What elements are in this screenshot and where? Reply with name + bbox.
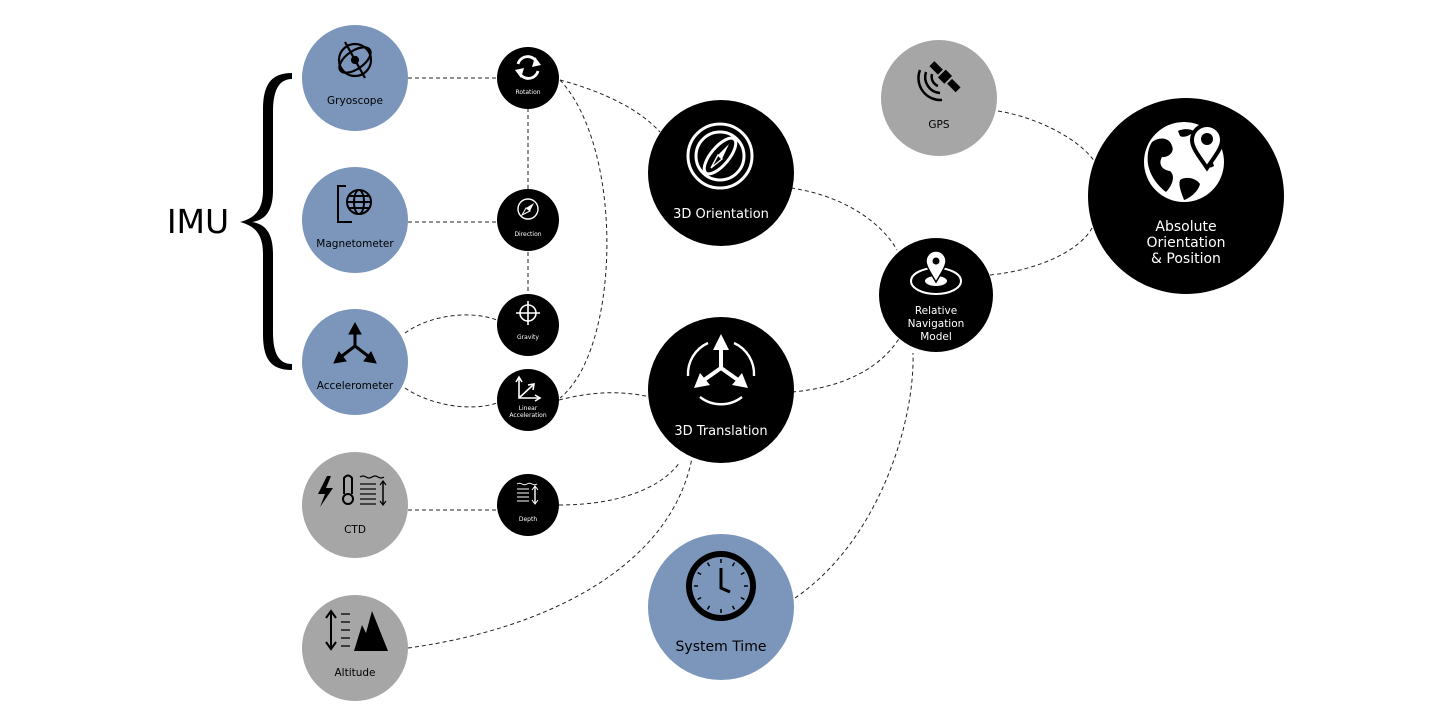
connectors	[404, 77, 1096, 649]
absolute-label-2: Orientation	[1146, 235, 1225, 251]
gps-label: GPS	[928, 119, 949, 131]
accelerometer-node[interactable]: Accelerometer	[302, 309, 408, 415]
system-time-label: System Time	[676, 639, 767, 655]
clock-tick	[697, 571, 702, 576]
linear-acceleration-label-1: Linear	[519, 405, 538, 412]
ctd-label: CTD	[344, 524, 366, 536]
mountain-icon	[354, 611, 388, 651]
location-pin-icon	[910, 250, 962, 295]
connector-orientation-relnav	[790, 187, 898, 251]
connector-depth-translation	[558, 461, 681, 506]
relative-nav-label-2: Navigation	[908, 318, 965, 330]
absolute-position-node[interactable]: Absolute Orientation & Position	[1088, 98, 1284, 294]
rotation-label: Rotation	[515, 89, 540, 96]
connector-rotation-orientation	[559, 79, 661, 133]
translation-icon	[686, 334, 756, 406]
depth-scale-icon	[359, 475, 387, 506]
gravity-node[interactable]: Gravity	[497, 294, 559, 356]
clock-tick	[731, 562, 736, 567]
connector-accelerometer-gravity	[404, 314, 498, 334]
absolute-label-1: Absolute	[1155, 219, 1216, 235]
translation-node[interactable]: 3D Translation	[648, 317, 794, 463]
accelerometer-icon	[333, 321, 377, 364]
axes-icon	[515, 375, 542, 402]
depth-label: Depth	[519, 516, 537, 523]
orientation-node[interactable]: 3D Orientation	[648, 100, 794, 246]
altitude-node[interactable]: Altitude	[302, 595, 408, 701]
linear-acceleration-node[interactable]: Linear Acceleration	[497, 369, 559, 431]
clock-tick	[706, 605, 711, 610]
clock-tick	[697, 596, 702, 601]
clock-tick	[706, 562, 711, 567]
gyroscope-icon	[686, 122, 754, 190]
system-time-node[interactable]: System Time	[648, 534, 794, 680]
imu-group: IMU	[167, 73, 292, 370]
magnetometer-icon	[337, 185, 372, 223]
gps-node[interactable]: GPS	[881, 40, 997, 156]
thermometer-icon	[342, 474, 354, 505]
gyroscope-node[interactable]: Gryoscope	[302, 25, 408, 131]
altitude-label: Altitude	[334, 667, 375, 679]
direction-label: Direction	[514, 231, 541, 238]
imu-brace	[240, 73, 292, 370]
depth-icon	[516, 482, 539, 505]
globe-pin-icon	[1144, 122, 1225, 202]
absolute-label-3: & Position	[1151, 251, 1221, 267]
magnetometer-label: Magnetometer	[316, 238, 394, 250]
connector-gps-absolute	[997, 110, 1096, 163]
clock-tick	[740, 596, 745, 601]
rotation-node[interactable]: Rotation	[497, 47, 559, 109]
clock-tick	[731, 605, 736, 610]
ctd-node[interactable]: CTD	[302, 452, 408, 558]
gyroscope-icon	[337, 41, 373, 79]
altitude-icon	[325, 609, 388, 651]
connector-linear-translation	[558, 392, 651, 401]
ctd-icon	[318, 474, 387, 507]
translation-label: 3D Translation	[674, 424, 767, 439]
connector-rotation-linear-arc	[559, 79, 608, 399]
gravity-label: Gravity	[517, 334, 539, 341]
clock-tick	[740, 571, 745, 576]
connector-relnav-absolute	[989, 227, 1093, 276]
gyroscope-label: Gryoscope	[327, 95, 383, 107]
compass-icon	[517, 198, 539, 220]
relative-navigation-node[interactable]: Relative Navigation Model	[879, 238, 993, 352]
clock-icon	[686, 551, 756, 621]
orientation-label: 3D Orientation	[673, 207, 769, 222]
relative-nav-label-1: Relative	[915, 305, 957, 317]
lightning-icon	[318, 476, 333, 507]
connector-translation-relnav	[791, 336, 901, 393]
accelerometer-label: Accelerometer	[317, 380, 394, 392]
satellite-icon	[917, 61, 961, 102]
imu-label: IMU	[167, 202, 229, 241]
depth-node[interactable]: Depth	[497, 474, 559, 536]
connector-accelerometer-linear	[404, 387, 498, 408]
crosshair-icon	[516, 301, 540, 325]
direction-node[interactable]: Direction	[497, 189, 559, 251]
linear-acceleration-label-2: Acceleration	[509, 412, 546, 419]
connector-systemtime-relnav	[794, 352, 914, 599]
relative-nav-label-3: Model	[920, 331, 952, 343]
magnetometer-node[interactable]: Magnetometer	[302, 167, 408, 273]
